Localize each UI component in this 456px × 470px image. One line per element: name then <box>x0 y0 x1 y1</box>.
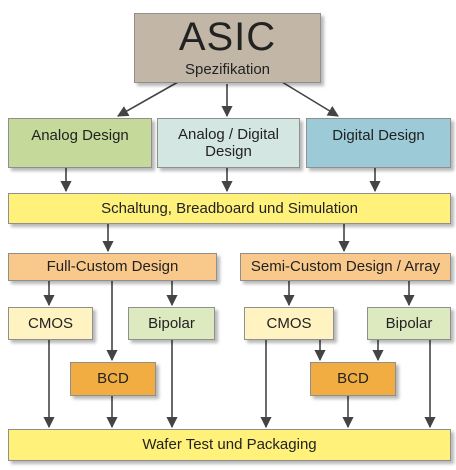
schaltung-box: Schaltung, Breadboard und Simulation <box>8 193 451 224</box>
asic-subtitle: Spezifikation <box>184 61 271 79</box>
left-cmos-box: CMOS <box>8 307 93 340</box>
left-bcd-box: BCD <box>70 362 156 396</box>
digital-design-box: Digital Design <box>306 118 451 168</box>
full-custom-label: Full-Custom Design <box>46 258 179 276</box>
right-bcd-box: BCD <box>310 362 396 396</box>
schaltung-label: Schaltung, Breadboard und Simulation <box>101 199 358 217</box>
asic-title: ASIC <box>178 15 277 60</box>
left-cmos-label: CMOS <box>28 314 73 332</box>
right-bipolar-label: Bipolar <box>385 314 433 332</box>
mixed-design-box: Analog / Digital Design <box>157 118 300 168</box>
mixed-design-label: Analog / Digital Design <box>178 125 279 160</box>
analog-design-label: Analog Design <box>31 127 129 144</box>
analog-design-box: Analog Design <box>8 118 152 168</box>
semi-custom-label: Semi-Custom Design / Array <box>250 258 441 276</box>
right-cmos-label: CMOS <box>266 314 312 332</box>
right-bipolar-box: Bipolar <box>367 307 451 340</box>
arrow-asic-to-analog <box>117 81 179 117</box>
digital-design-label: Digital Design <box>332 127 425 144</box>
right-bcd-label: BCD <box>337 370 369 388</box>
right-cmos-box: CMOS <box>244 307 334 340</box>
wafer-label: Wafer Test und Packaging <box>142 436 317 454</box>
left-bipolar-label: Bipolar <box>148 314 195 332</box>
arrow-asic-to-digital <box>281 81 339 117</box>
asic-box: ASIC Spezifikation <box>134 13 321 83</box>
left-bipolar-box: Bipolar <box>128 307 215 340</box>
left-bcd-label: BCD <box>97 370 129 388</box>
wafer-box: Wafer Test und Packaging <box>8 429 451 461</box>
full-custom-box: Full-Custom Design <box>8 253 217 281</box>
semi-custom-box: Semi-Custom Design / Array <box>240 253 451 281</box>
